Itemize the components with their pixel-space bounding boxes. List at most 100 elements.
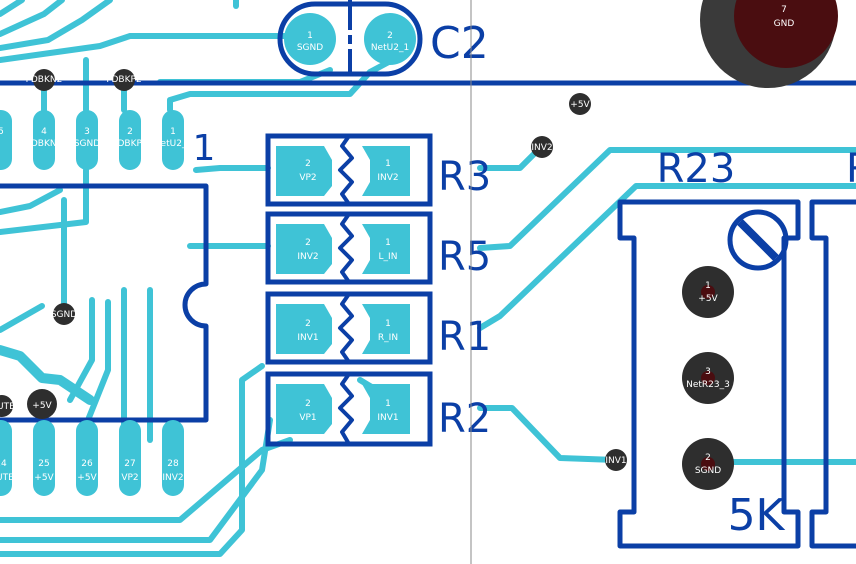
ic-top-pin-4[interactable] [33, 110, 55, 170]
ic-top-pin-1[interactable] [162, 110, 184, 170]
via-plus5v-left[interactable]: +5V [27, 389, 57, 419]
gnd-pad-net: GND [774, 19, 795, 29]
ic-bottom-pin-27[interactable] [119, 420, 141, 496]
ic-bottom-pin-24-net: MUTE [0, 473, 14, 483]
r3-pad-1[interactable] [362, 146, 410, 196]
ic-top-pin-3-num: 3 [84, 127, 90, 137]
r2-pad-1[interactable] [362, 384, 410, 434]
resistor-r5[interactable]: 2 INV2 1 L_IN [265, 211, 433, 285]
ic-bottom-pin-26-num: 26 [81, 459, 93, 469]
r23-adjust-screw-icon [727, 209, 789, 271]
r23-pin-1-net: +5V [698, 294, 718, 304]
ic-bottom-pin-25[interactable] [33, 420, 55, 496]
r23-pin-2-net: SGND [695, 466, 721, 476]
r3-pad-2-net: VP2 [299, 173, 316, 183]
r3-pad-1-num: 1 [385, 159, 391, 169]
c2-pad-2-num: 2 [387, 31, 393, 41]
vias: FDBKN2 FDBKP2 +5V INV2 SGND +5V MUTE IN [0, 69, 627, 471]
gnd-pad-num: 7 [781, 5, 787, 15]
ic-bottom-pin-25-num: 25 [38, 459, 49, 469]
ic-bottom-pin-26-net: +5V [77, 473, 97, 483]
r1-pad-2[interactable] [276, 304, 332, 354]
r2-pad-2[interactable] [276, 384, 332, 434]
r2-pad-2-num: 2 [305, 399, 311, 409]
ic-bottom-pin-24[interactable] [0, 420, 12, 496]
r2-pad-1-num: 1 [385, 399, 391, 409]
ic-bottom-pin-27-net: VP2 [121, 473, 138, 483]
c2-pad-1[interactable] [284, 13, 336, 65]
via-inv1[interactable]: INV1 [605, 449, 627, 471]
ic-top-pin-2-net: FDBKP2 [112, 139, 147, 149]
r5-pad-1-net: L_IN [379, 252, 398, 262]
ic-bottom-pin-26[interactable] [76, 420, 98, 496]
via-inv2-label: INV2 [531, 143, 552, 153]
neighbor-component-outline [809, 199, 856, 549]
r3-pad-2[interactable] [276, 146, 332, 196]
ic-top-pin-1-net: NetU2_1 [154, 139, 192, 149]
c2-pad-1-net: SGND [297, 43, 323, 53]
r23-pin-1-drill [701, 285, 715, 299]
ic-bottom-pin-25-net: +5V [34, 473, 54, 483]
ic-bottom-pin-28[interactable] [162, 420, 184, 496]
r3-pad-1-net: INV2 [377, 173, 398, 183]
via-fdbkn2[interactable]: FDBKN2 [26, 69, 63, 91]
c2-pad-2-net: NetU2_1 [371, 43, 409, 53]
c2-plate-bottom [336, 44, 364, 49]
r23-value-label: 5K [728, 490, 786, 541]
via-fdbkp2-label: FDBKP2 [106, 75, 141, 85]
r5-pad-2-net: INV2 [297, 252, 318, 262]
ic-bottom-pins: 24 MUTE 25 +5V 26 +5V 27 VP2 28 INV2 [0, 420, 184, 496]
c2-plate-top [336, 30, 364, 35]
ic-outline [0, 183, 209, 423]
r23-pin-3-net: NetR23_3 [686, 380, 730, 390]
resistor-r3[interactable]: 2 VP2 1 INV2 [265, 133, 433, 207]
ic-top-pin-3[interactable] [76, 110, 98, 170]
r5-pad-2-num: 2 [305, 238, 311, 248]
ic-bottom-pin-24-num: 24 [0, 459, 7, 469]
via-inv2[interactable]: INV2 [531, 136, 553, 158]
ic-top-pin-5[interactable] [0, 110, 12, 170]
via-fdbkp2[interactable]: FDBKP2 [106, 69, 142, 91]
r5-pad-2[interactable] [276, 224, 332, 274]
ic-top-pin-5-num: 5 [0, 127, 4, 137]
r23-pin-1-num: 1 [705, 281, 711, 291]
via-inv1-label: INV1 [605, 456, 626, 466]
resistor-r2[interactable]: 2 VP1 1 INV1 [265, 371, 433, 447]
r23-outline [617, 199, 801, 549]
gnd-pad-drill [734, 0, 838, 68]
via-mute-label: MUTE [0, 402, 15, 412]
c2-pad-1-num: 1 [307, 31, 313, 41]
ic-bottom-pin-28-net: INV2 [162, 473, 183, 483]
r23-pin-3-num: 3 [705, 367, 711, 377]
c2-pad-2[interactable] [364, 13, 416, 65]
r5-pad-1-num: 1 [385, 238, 391, 248]
r23-pin-2-num: 2 [705, 453, 711, 463]
via-mute[interactable]: MUTE [0, 395, 15, 417]
ic-top-pin-2-num: 2 [127, 127, 133, 137]
capacitor-c2[interactable]: 1 SGND 2 NetU2_1 [277, 0, 423, 77]
ic-top-pin-3-net: SGND [74, 139, 100, 149]
via-plus5v-left-label: +5V [32, 401, 52, 411]
ic-top-pin-2[interactable] [119, 110, 141, 170]
r5-pad-1[interactable] [362, 224, 410, 274]
r2-pad-1-net: INV1 [377, 413, 398, 423]
r2-pad-2-net: VP1 [299, 413, 316, 423]
r1-pad-1[interactable] [362, 304, 410, 354]
potentiometer-r23[interactable]: 1 +5V 3 NetR23_3 2 SGND [617, 199, 801, 549]
r1-pad-2-net: INV1 [297, 333, 318, 343]
r3-pad-2-num: 2 [305, 159, 311, 169]
via-fdbkn2-label: FDBKN2 [26, 75, 63, 85]
ic-top-pin-4-net: FDBKN2 [26, 139, 63, 149]
r1-pad-1-net: R_IN [378, 333, 398, 343]
r1-pad-2-num: 2 [305, 319, 311, 329]
ic-top-pins: 5 4 FDBKN2 3 SGND 2 FDBKP2 1 NetU2_1 [0, 110, 192, 170]
via-plus5v-top[interactable]: +5V [569, 93, 591, 115]
via-sgnd[interactable]: SGND [51, 303, 77, 325]
r2-label: R2 [438, 396, 491, 442]
resistor-r1[interactable]: 2 INV1 1 R_IN [265, 291, 433, 365]
r1-label: R1 [438, 314, 491, 360]
ic-pin1-mark: 1 [193, 128, 216, 169]
gnd-mounting-pad[interactable]: 7 GND [700, 0, 838, 88]
r23-label: R23 [657, 146, 736, 192]
